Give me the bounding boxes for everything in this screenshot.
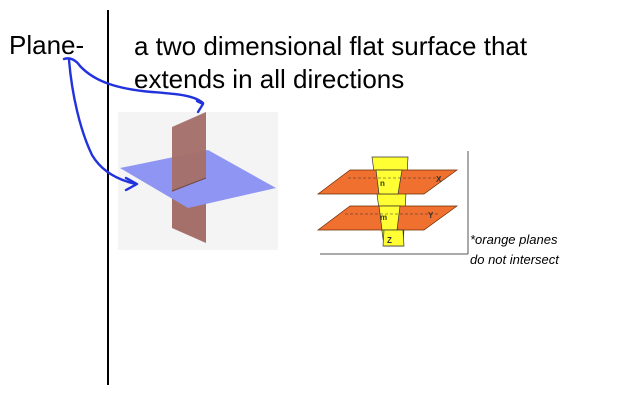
arrowhead-vertical-plane bbox=[195, 99, 205, 114]
label-n: n bbox=[380, 179, 385, 188]
label-y: Y bbox=[428, 211, 434, 220]
arrowhead-horizontal-plane bbox=[124, 176, 139, 192]
label-m: m bbox=[380, 213, 387, 222]
note-line-2: do not intersect bbox=[470, 252, 559, 268]
annotation-loop bbox=[62, 57, 82, 68]
term-plane: Plane- bbox=[9, 30, 85, 60]
label-x: X bbox=[436, 175, 442, 184]
intersection-line bbox=[171, 177, 207, 192]
yellow-plane-mid-top bbox=[375, 169, 403, 195]
side-note: *orange planes do not intersect bbox=[470, 230, 559, 270]
arrow-to-horizontal-plane bbox=[67, 58, 138, 186]
label-z: Z bbox=[387, 236, 392, 245]
plane-definition: a two dimensional flat surface that exte… bbox=[134, 30, 527, 96]
vertical-divider-line bbox=[107, 10, 109, 385]
yellow-plane-bottom-tab bbox=[382, 229, 405, 247]
vertical-plane-upper bbox=[172, 112, 206, 192]
definition-line-2: extends in all directions bbox=[134, 63, 405, 94]
arrow-to-vertical-plane bbox=[78, 64, 205, 105]
definition-line-1: a two dimensional flat surface that bbox=[134, 31, 528, 61]
note-line-1: *orange planes bbox=[470, 232, 558, 247]
